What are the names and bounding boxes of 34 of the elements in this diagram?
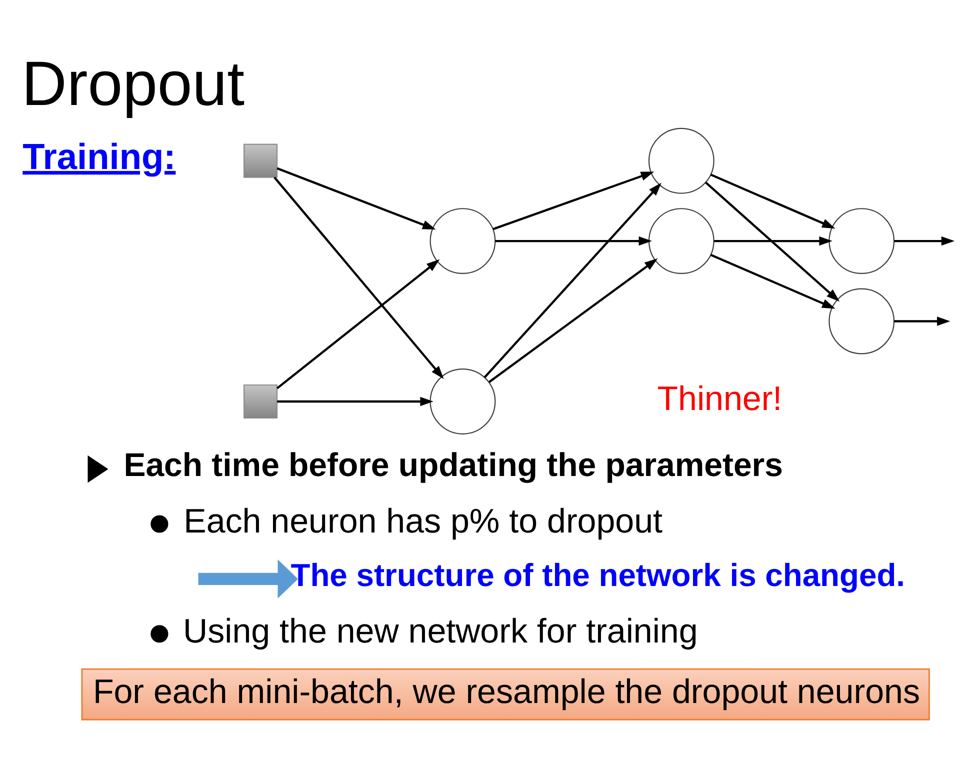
node-triangle	[88, 454, 108, 482]
arrow	[198, 558, 298, 598]
arrow	[894, 316, 950, 326]
label: Training:	[22, 135, 176, 176]
diagram-title: Dropout	[22, 48, 244, 118]
arrow	[492, 171, 654, 230]
node-dot	[150, 624, 168, 642]
node-circle	[430, 368, 496, 434]
arrow	[495, 236, 652, 246]
arrow	[894, 236, 955, 246]
arrow	[710, 173, 836, 228]
node-circle	[648, 208, 714, 274]
node-circle	[648, 127, 714, 194]
node-box	[244, 143, 278, 178]
label: Using the new network for training	[183, 612, 698, 650]
arrow	[484, 182, 662, 378]
arrow	[714, 236, 832, 246]
node-circle	[828, 288, 895, 354]
arrow	[274, 176, 444, 378]
arrow	[277, 396, 434, 406]
node-dot	[150, 514, 168, 532]
label: Thinner!	[657, 380, 782, 418]
node-circle	[430, 208, 496, 274]
node-circle	[828, 208, 895, 274]
arrow	[276, 258, 440, 389]
arrow	[276, 166, 436, 230]
label: Each time before updating the parameters	[124, 446, 783, 483]
node-box	[244, 384, 278, 418]
arrow	[488, 258, 658, 382]
node-text: The structure of the network is changed.	[290, 556, 906, 592]
node-box: For each mini-batch, we resample the dropout neurons	[81, 668, 930, 720]
arrow	[704, 181, 840, 302]
arrow	[710, 253, 836, 308]
label: Each neuron has p% to dropout	[184, 502, 662, 540]
